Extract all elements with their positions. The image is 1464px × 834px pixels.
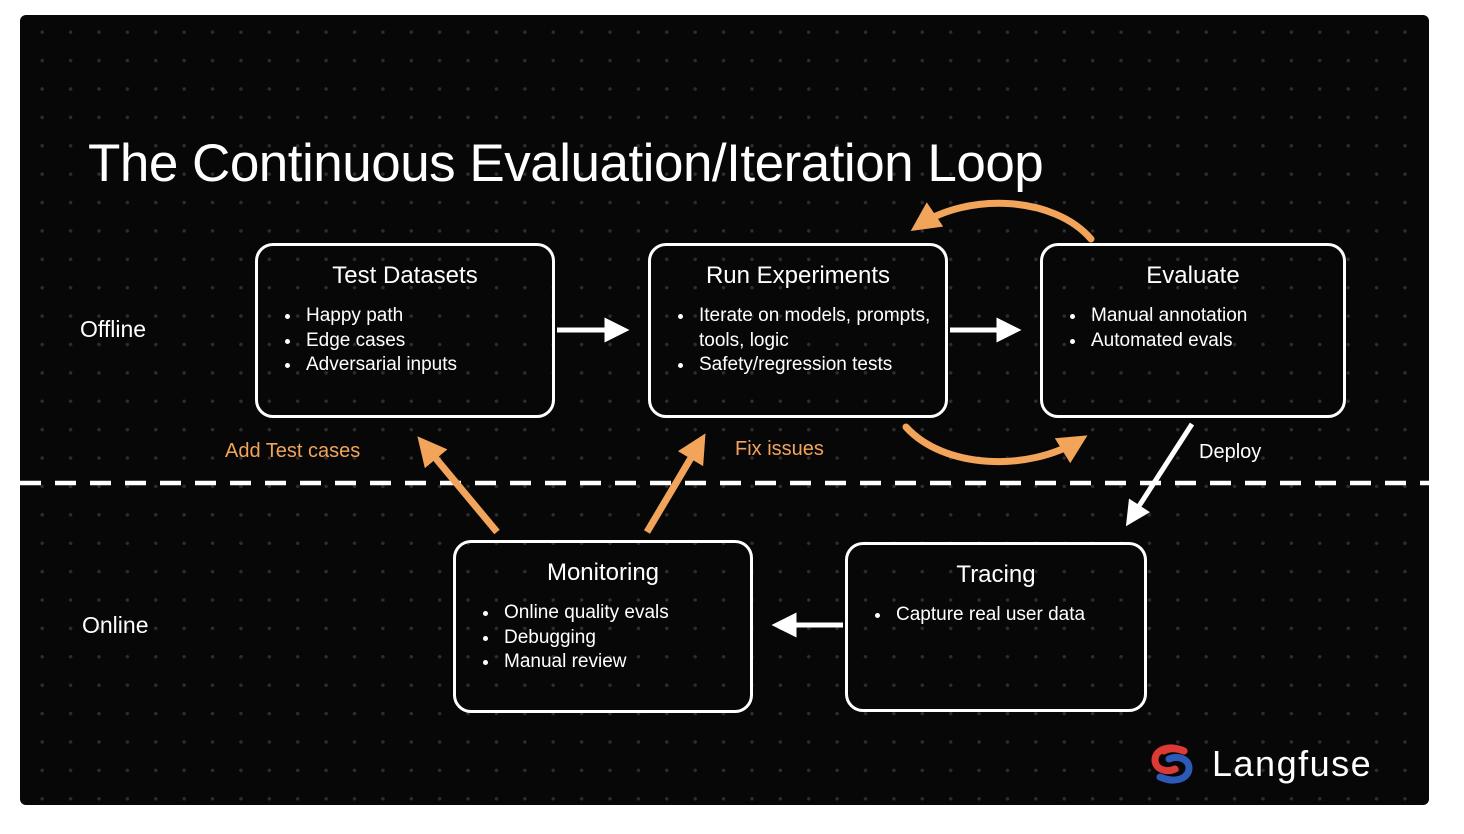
bullet-item: Happy path <box>302 304 538 329</box>
bullet-item: Manual review <box>500 650 736 675</box>
bullet-item: Online quality evals <box>500 601 736 626</box>
langfuse-logo: Langfuse <box>1146 742 1372 786</box>
slide-canvas <box>20 15 1429 805</box>
bullet-item: Capture real user data <box>892 603 1130 628</box>
bullet-item: Automated evals <box>1087 329 1329 354</box>
node-title: Run Experiments <box>705 262 891 289</box>
node-run-experiments: Run Experiments Iterate on models, promp… <box>648 243 948 418</box>
offline-section-label: Offline <box>80 316 147 342</box>
page-title: The Continuous Evaluation/Iteration Loop <box>88 133 1044 193</box>
langfuse-logo-text: Langfuse <box>1212 743 1373 784</box>
online-section-label: Online <box>82 612 149 638</box>
bullet-item: Edge cases <box>302 329 538 354</box>
node-tracing: Tracing Capture real user data <box>845 542 1147 712</box>
edge-label-add-test-cases: Add Test cases <box>225 440 361 462</box>
bullet-item: Debugging <box>500 626 736 651</box>
edge-label-deploy: Deploy <box>1199 441 1262 463</box>
bullet-item: Adversarial inputs <box>302 353 538 378</box>
node-bullet-list: Capture real user data <box>848 603 1144 628</box>
node-title: Evaluate <box>1146 262 1240 289</box>
node-bullet-list: Manual annotation Automated evals <box>1043 304 1343 353</box>
node-bullet-list: Iterate on models, prompts, tools, logic… <box>651 304 945 378</box>
edge-label-fix-issues: Fix issues <box>735 438 824 460</box>
bullet-item: Safety/regression tests <box>695 353 931 378</box>
node-title: Tracing <box>956 561 1036 588</box>
node-title: Test Datasets <box>332 262 478 289</box>
langfuse-logo-icon <box>1151 744 1193 784</box>
node-bullet-list: Happy path Edge cases Adversarial inputs <box>258 304 552 378</box>
node-title: Monitoring <box>546 559 660 586</box>
node-monitoring: Monitoring Online quality evals Debuggin… <box>453 540 753 713</box>
bullet-item: Manual annotation <box>1087 304 1329 329</box>
node-bullet-list: Online quality evals Debugging Manual re… <box>456 601 750 675</box>
node-evaluate: Evaluate Manual annotation Automated eva… <box>1040 243 1346 418</box>
bullet-item: Iterate on models, prompts, tools, logic <box>695 304 931 353</box>
node-test-datasets: Test Datasets Happy path Edge cases Adve… <box>255 243 555 418</box>
